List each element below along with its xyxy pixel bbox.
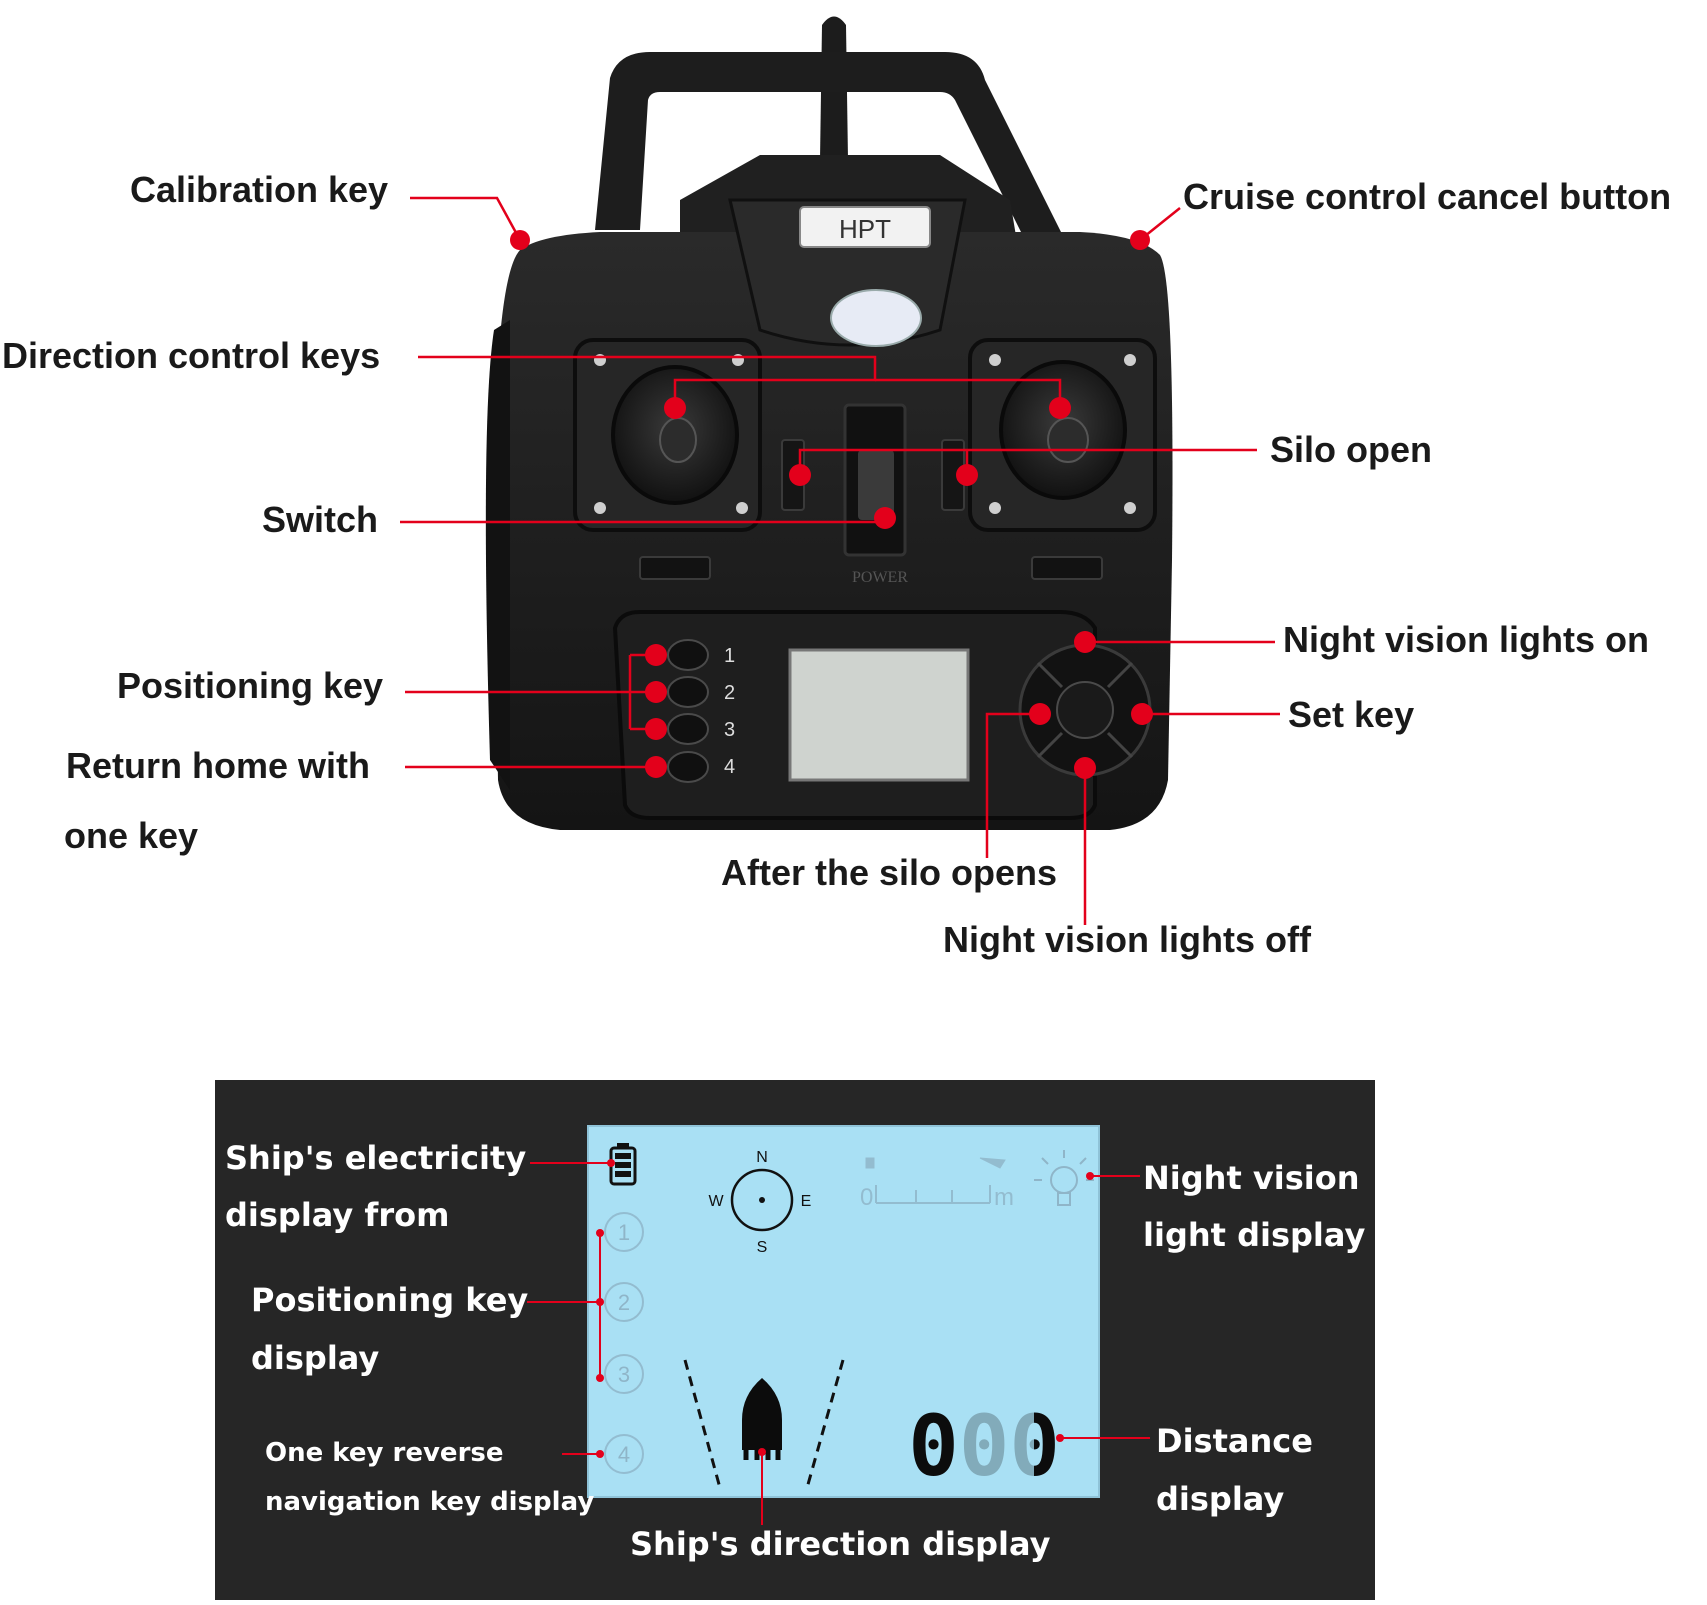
label-electricity-line2: display from xyxy=(225,1196,450,1234)
label-return-home-line2: one key xyxy=(64,815,199,856)
distance-scale-ghost xyxy=(865,1157,1006,1204)
lcd-callout-dots xyxy=(596,1159,1094,1458)
brand-text: HPT xyxy=(839,214,891,244)
carry-handle xyxy=(595,52,1070,250)
controller-lcd xyxy=(788,648,970,782)
lcd-position-number-1: 1 xyxy=(618,1220,630,1245)
label-night-display-line1: Night vision xyxy=(1143,1159,1360,1197)
position-number-2: 2 xyxy=(724,682,735,704)
scale-left-label: 0 xyxy=(860,1184,873,1211)
label-electricity-line1: Ship's electricity xyxy=(225,1139,527,1177)
position-button-4 xyxy=(667,751,709,783)
position-button-3 xyxy=(667,713,709,745)
label-night-off: Night vision lights off xyxy=(943,919,1311,960)
compass-icon xyxy=(730,1168,794,1232)
label-return-home-line1: Return home with xyxy=(66,745,370,786)
label-positioning-key: Positioning key xyxy=(117,665,384,706)
label-night-on: Night vision lights on xyxy=(1283,619,1649,660)
label-positioning-display-line2: display xyxy=(251,1339,380,1377)
lightbulb-icon xyxy=(1034,1150,1094,1206)
label-ship-direction: Ship's direction display xyxy=(630,1525,1051,1563)
lcd-position-number-3: 3 xyxy=(618,1362,630,1387)
label-after-silo: After the silo opens xyxy=(721,852,1058,893)
direction-guide-left xyxy=(683,1359,722,1489)
label-distance-line1: Distance xyxy=(1156,1422,1313,1460)
label-set-key: Set key xyxy=(1288,694,1415,735)
compass-east: E xyxy=(801,1193,812,1210)
power-led xyxy=(830,289,922,347)
brand-plate xyxy=(799,206,931,248)
set-key-center xyxy=(1056,681,1114,739)
label-reverse-line1: One key reverse xyxy=(265,1438,504,1468)
label-reverse-line2: navigation key display xyxy=(265,1487,595,1517)
label-positioning-display-line1: Positioning key xyxy=(251,1281,529,1319)
lcd-position-number-2: 2 xyxy=(618,1290,630,1315)
position-button-1 xyxy=(667,639,709,671)
compass-north: N xyxy=(756,1149,768,1166)
lcd-position-number-4: 4 xyxy=(618,1442,630,1467)
direction-guide-right xyxy=(805,1359,845,1489)
scale-right-label: m xyxy=(994,1184,1014,1211)
position-number-4: 4 xyxy=(724,756,735,778)
label-silo-open: Silo open xyxy=(1270,429,1432,470)
controller-illustration: HPT POWER 1 2 3 xyxy=(400,16,1280,925)
boat-icon xyxy=(742,1378,782,1450)
power-text: POWER xyxy=(852,569,908,586)
callout-dots xyxy=(510,230,1153,779)
position-number-3: 3 xyxy=(724,719,735,741)
label-distance-line2: display xyxy=(1156,1480,1285,1518)
position-button-2 xyxy=(667,676,709,708)
position-key-ghosts xyxy=(604,1212,644,1474)
position-number-1: 1 xyxy=(724,645,735,667)
label-cruise-cancel: Cruise control cancel button xyxy=(1183,176,1672,217)
label-switch: Switch xyxy=(262,499,379,540)
compass-west: W xyxy=(708,1193,724,1210)
label-direction-keys: Direction control keys xyxy=(2,335,381,376)
label-night-display-line2: light display xyxy=(1143,1216,1366,1254)
label-calibration-key: Calibration key xyxy=(130,169,389,210)
compass-south: S xyxy=(757,1239,768,1256)
